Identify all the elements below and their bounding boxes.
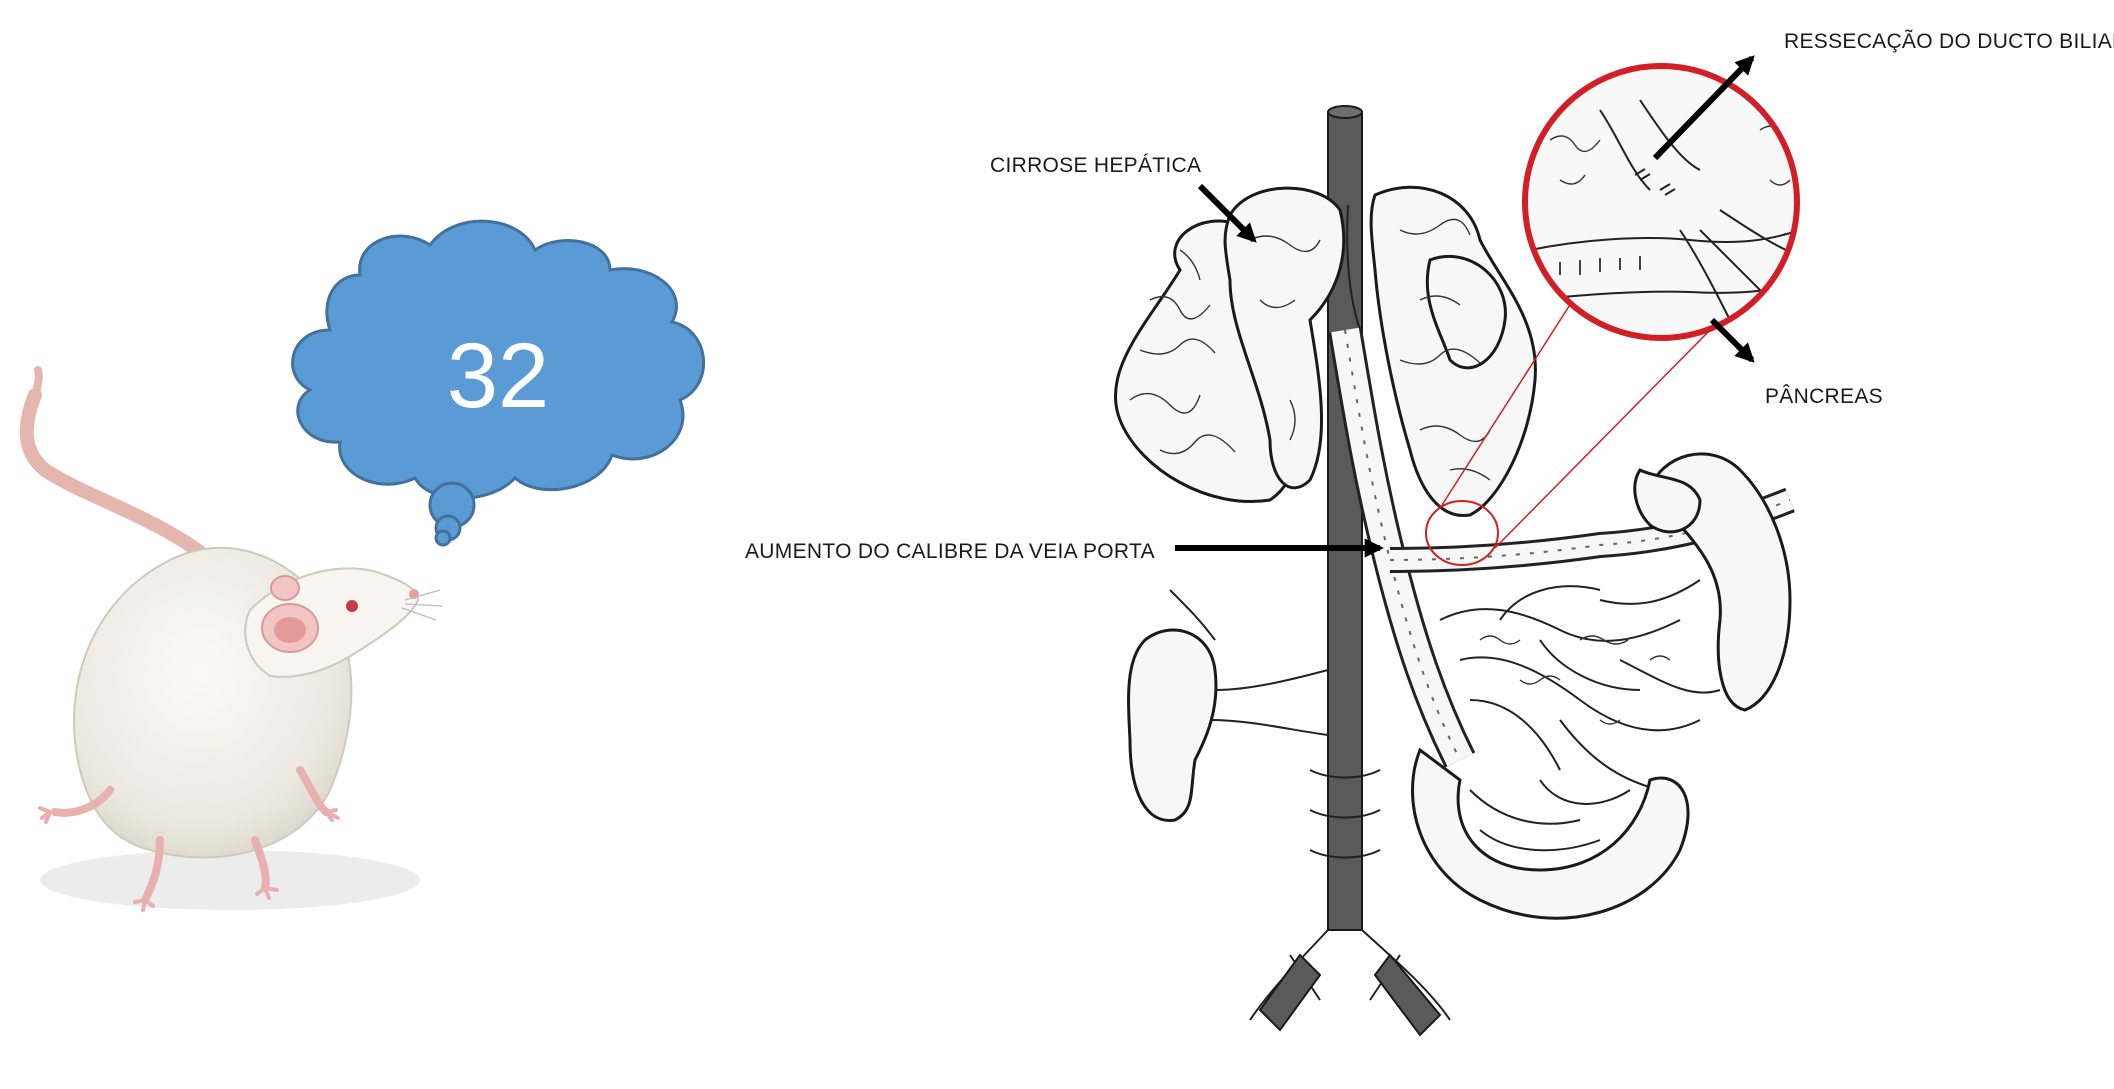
kidney [1129,630,1216,820]
label-ressecacao-ducto-biliar: RESSECAÇÃO DO DUCTO BILIAR [1784,29,2114,53]
thought-bubble: 32 [293,221,704,545]
label-veia-porta: AUMENTO DO CALIBRE DA VEIA PORTA [745,540,1155,563]
label-pancreas: PÂNCREAS [1765,385,1883,408]
arrow-pancreas [1712,320,1752,360]
bubble-number: 32 [447,325,549,427]
label-cirrose-hepatica: CIRROSE HEPÁTICA [990,154,1201,177]
pancreas-mesentery [1440,580,1720,790]
intestine-loop [1413,750,1689,918]
